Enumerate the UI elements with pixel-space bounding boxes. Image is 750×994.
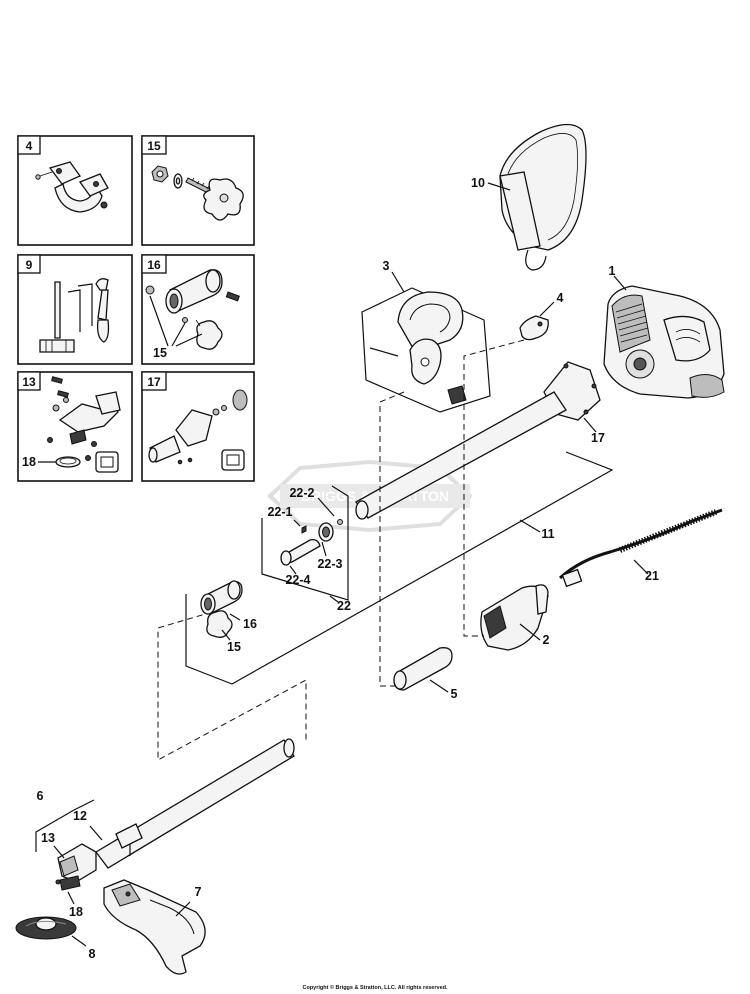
debris-shield bbox=[103, 879, 206, 975]
callout-22-1: 22-1 bbox=[267, 505, 292, 519]
handle-assembly bbox=[361, 287, 491, 413]
throttle-cable bbox=[558, 508, 723, 588]
lower-drive-shaft bbox=[95, 738, 295, 869]
engine-unit bbox=[603, 285, 725, 399]
callout-10: 10 bbox=[471, 176, 485, 190]
inset-panel-16: 16 15 bbox=[141, 254, 255, 365]
callout-22: 22 bbox=[337, 599, 351, 613]
inset16-callout-15: 15 bbox=[153, 346, 167, 360]
callout-22-3: 22-3 bbox=[317, 557, 342, 571]
upper-drive-shaft bbox=[355, 391, 567, 520]
coupler-illustration bbox=[145, 269, 240, 350]
inset13-callout-18: 18 bbox=[22, 455, 36, 469]
callout-11: 11 bbox=[541, 527, 554, 541]
callout-22-4: 22-4 bbox=[285, 573, 310, 587]
callout-18: 18 bbox=[69, 905, 83, 919]
trimmer-head bbox=[15, 916, 77, 940]
inset-panel-9: 9 bbox=[17, 254, 133, 365]
inset-tag-16: 16 bbox=[147, 258, 161, 272]
throttle-handle bbox=[480, 584, 549, 651]
callout-8: 8 bbox=[89, 947, 96, 961]
callout-6: 6 bbox=[37, 789, 44, 803]
shoulder-strap bbox=[499, 123, 587, 271]
coupler-kit bbox=[280, 519, 343, 566]
inset-tag-9: 9 bbox=[26, 258, 33, 272]
mount-illustration bbox=[148, 389, 248, 471]
callout-3: 3 bbox=[383, 259, 390, 273]
callout-2: 2 bbox=[543, 633, 550, 647]
callout-4: 4 bbox=[557, 291, 564, 305]
callout-17: 17 bbox=[591, 431, 605, 445]
callout-13: 13 bbox=[41, 831, 55, 845]
inset-tag-17: 17 bbox=[147, 375, 161, 389]
callout-16: 16 bbox=[243, 617, 257, 631]
gearhead bbox=[55, 843, 97, 891]
foam-grip bbox=[393, 647, 453, 691]
inset-tag-13: 13 bbox=[22, 375, 36, 389]
inset-panel-13: 13 18 bbox=[17, 371, 133, 482]
shaft-coupler bbox=[200, 580, 243, 638]
alignment-guides bbox=[157, 339, 525, 761]
inset-tag-15: 15 bbox=[147, 139, 161, 153]
inset-panel-15: 15 bbox=[141, 135, 255, 246]
clamp-illustration bbox=[35, 161, 109, 213]
inset-tag-4: 4 bbox=[26, 139, 33, 153]
callout-22-2: 22-2 bbox=[289, 486, 314, 500]
tool-kit-illustration bbox=[39, 278, 110, 353]
callout-5: 5 bbox=[451, 687, 458, 701]
callout-12: 12 bbox=[73, 809, 87, 823]
knob-bolt-illustration bbox=[151, 165, 244, 221]
callout-15: 15 bbox=[227, 640, 241, 654]
callout-7: 7 bbox=[195, 885, 202, 899]
inset-panel-17: 17 bbox=[141, 371, 255, 482]
callout-21: 21 bbox=[645, 569, 659, 583]
gearhead-illustration bbox=[47, 376, 121, 473]
inset-panel-4: 4 bbox=[17, 135, 133, 246]
copyright-notice: Copyright © Briggs & Stratton, LLC. All … bbox=[302, 984, 448, 991]
callout-1: 1 bbox=[609, 264, 616, 278]
shaft-clamp bbox=[519, 315, 549, 341]
